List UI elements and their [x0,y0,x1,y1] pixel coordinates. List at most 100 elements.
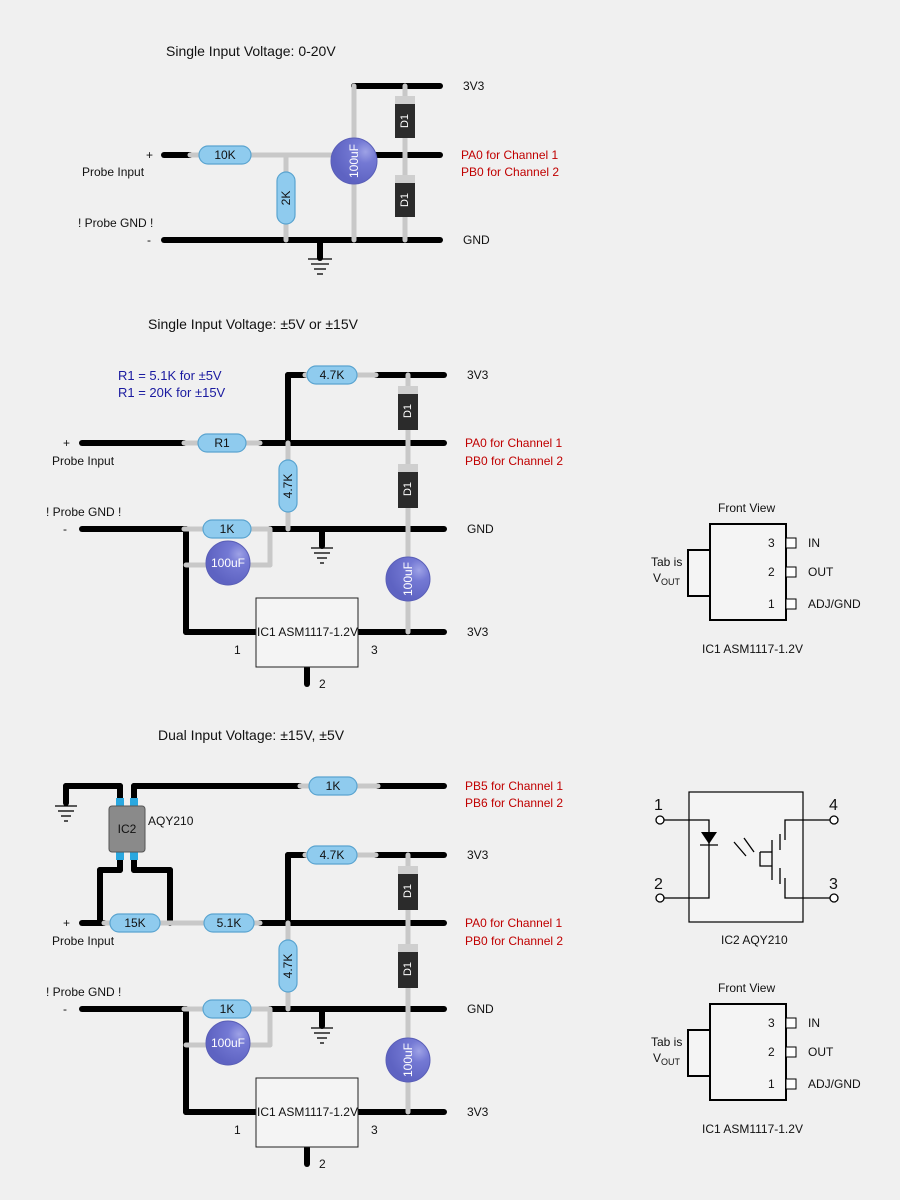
resistor-5-1k: 5.1K [203,913,255,933]
pb0-label: PB0 for Channel 2 [465,454,563,468]
svg-text:10K: 10K [214,148,235,162]
svg-text:4: 4 [829,797,838,814]
ic-pin2-label: 2 [319,677,326,691]
rail-3v3-label: 3V3 [467,848,489,862]
svg-text:D1: D1 [402,404,414,418]
svg-text:100uF: 100uF [401,562,415,596]
svg-text:1: 1 [654,797,663,814]
section-single-0-20v: Single Input Voltage: 0-20V 10K 2K [78,43,559,275]
minus-label: - [63,522,67,536]
diode-d1-upper: D1 [398,866,418,910]
svg-text:ADJ/GND: ADJ/GND [808,597,861,611]
pinout-caption: IC1 ASM1117-1.2V [702,642,803,656]
section1-title: Single Input Voltage: 0-20V [166,43,336,59]
pb6-label: PB6 for Channel 2 [465,796,563,810]
svg-text:2: 2 [768,1045,775,1059]
plus-label: + [146,148,153,162]
ground-symbol [308,258,332,275]
svg-text:ADJ/GND: ADJ/GND [808,1077,861,1091]
svg-text:D1: D1 [402,962,414,976]
plus-label: + [63,916,70,930]
svg-text:IC1 ASM1117-1.2V: IC1 ASM1117-1.2V [257,625,358,639]
pa0-label: PA0 for Channel 1 [465,436,562,450]
ground-symbol [311,547,333,564]
svg-text:3: 3 [829,876,838,893]
svg-text:5.1K: 5.1K [217,916,242,930]
probe-input-label: Probe Input [82,165,145,179]
svg-text:4.7K: 4.7K [281,954,295,979]
svg-text:D1: D1 [399,114,411,128]
pinout-asm1117-2: Front View Tab is VOUT 3 2 1 IN OUT ADJ/… [651,981,861,1136]
svg-text:2K: 2K [279,191,293,206]
probe-gnd-label: ! Probe GND ! [46,985,121,999]
svg-text:IC1 ASM1117-1.2V: IC1 ASM1117-1.2V [257,1105,358,1119]
rail-3v3-label: 3V3 [467,368,489,382]
regulator-ic1: IC1 ASM1117-1.2V [255,1077,359,1148]
diode-d1-upper: D1 [395,96,415,138]
section3-title: Dual Input Voltage: ±15V, ±5V [158,727,345,743]
svg-text:2: 2 [654,876,663,893]
resistor-4-7k-top: 4.7K [306,365,358,385]
svg-text:1K: 1K [220,1002,235,1016]
probe-input-label: Probe Input [52,934,115,948]
package-tab [687,549,711,597]
svg-text:D1: D1 [399,193,411,207]
svg-text:100uF: 100uF [347,144,361,178]
probe-input-label: Probe Input [52,454,115,468]
ic-pin1-label: 1 [234,1123,241,1137]
diode-d1-lower: D1 [398,944,418,988]
svg-text:IN: IN [808,536,820,550]
relay-aqy210-diagram: 1 2 4 3 IC2 AQY210 [654,791,839,947]
svg-text:1: 1 [768,597,775,611]
resistor-4-7k-vertical: 4.7K [278,939,298,993]
section-dual-input: Dual Input Voltage: ±15V, ±5V [46,727,563,1171]
resistor-r1: R1 [197,433,247,453]
probe-gnd-label: ! Probe GND ! [46,505,121,519]
resistor-1k: 1K [202,519,252,539]
resistor-1k: 1K [202,999,252,1019]
gnd-label: GND [463,233,490,247]
diode-d1-upper: D1 [398,386,418,430]
svg-text:OUT: OUT [808,565,834,579]
relay-caption: IC2 AQY210 [721,933,788,947]
front-view-label: Front View [718,501,775,515]
svg-text:IC2: IC2 [118,822,137,836]
relay-ic2: IC2 [108,798,146,860]
svg-text:Tab is: Tab is [651,1035,682,1049]
ic-pin1-label: 1 [234,643,241,657]
rail-3v3-bottom-label: 3V3 [467,625,489,639]
svg-text:1K: 1K [326,779,341,793]
capacitor-100uf: 100uF [330,137,378,185]
section2-title: Single Input Voltage: ±5V or ±15V [148,316,359,332]
resistor-1k-top: 1K [308,776,358,796]
svg-text:4.7K: 4.7K [320,368,345,382]
minus-label: - [63,1002,67,1016]
svg-text:R1: R1 [214,436,230,450]
capacitor-100uf-right: 100uF [385,556,431,602]
pb0-label: PB0 for Channel 2 [461,165,559,179]
pa0-label: PA0 for Channel 1 [465,916,562,930]
ground-symbol [55,805,77,822]
svg-text:100uF: 100uF [401,1043,415,1077]
svg-text:D1: D1 [402,884,414,898]
ground-symbol [311,1027,333,1044]
svg-text:VOUT: VOUT [653,571,681,587]
svg-text:IN: IN [808,1016,820,1030]
r1-note-5v: R1 = 5.1K for ±5V [118,368,222,383]
pinout-asm1117-1: Front View Tab is VOUT 3 2 1 IN OUT ADJ/… [651,501,861,656]
resistor-10k: 10K [198,145,252,165]
svg-text:VOUT: VOUT [653,1051,681,1067]
section-single-5v-15v: Single Input Voltage: ±5V or ±15V R1 = 5… [46,316,563,691]
capacitor-100uf-right: 100uF [385,1037,431,1083]
svg-text:2: 2 [768,565,775,579]
svg-text:D1: D1 [402,482,414,496]
ic-pin3-label: 3 [371,1123,378,1137]
probe-gnd-label: ! Probe GND ! [78,216,153,230]
pb5-label: PB5 for Channel 1 [465,779,563,793]
pa0-label: PA0 for Channel 1 [461,148,558,162]
svg-text:1: 1 [768,1077,775,1091]
rail-3v3-label: 3V3 [463,79,485,93]
rail-3v3-bottom-label: 3V3 [467,1105,489,1119]
svg-text:3: 3 [768,1016,775,1030]
